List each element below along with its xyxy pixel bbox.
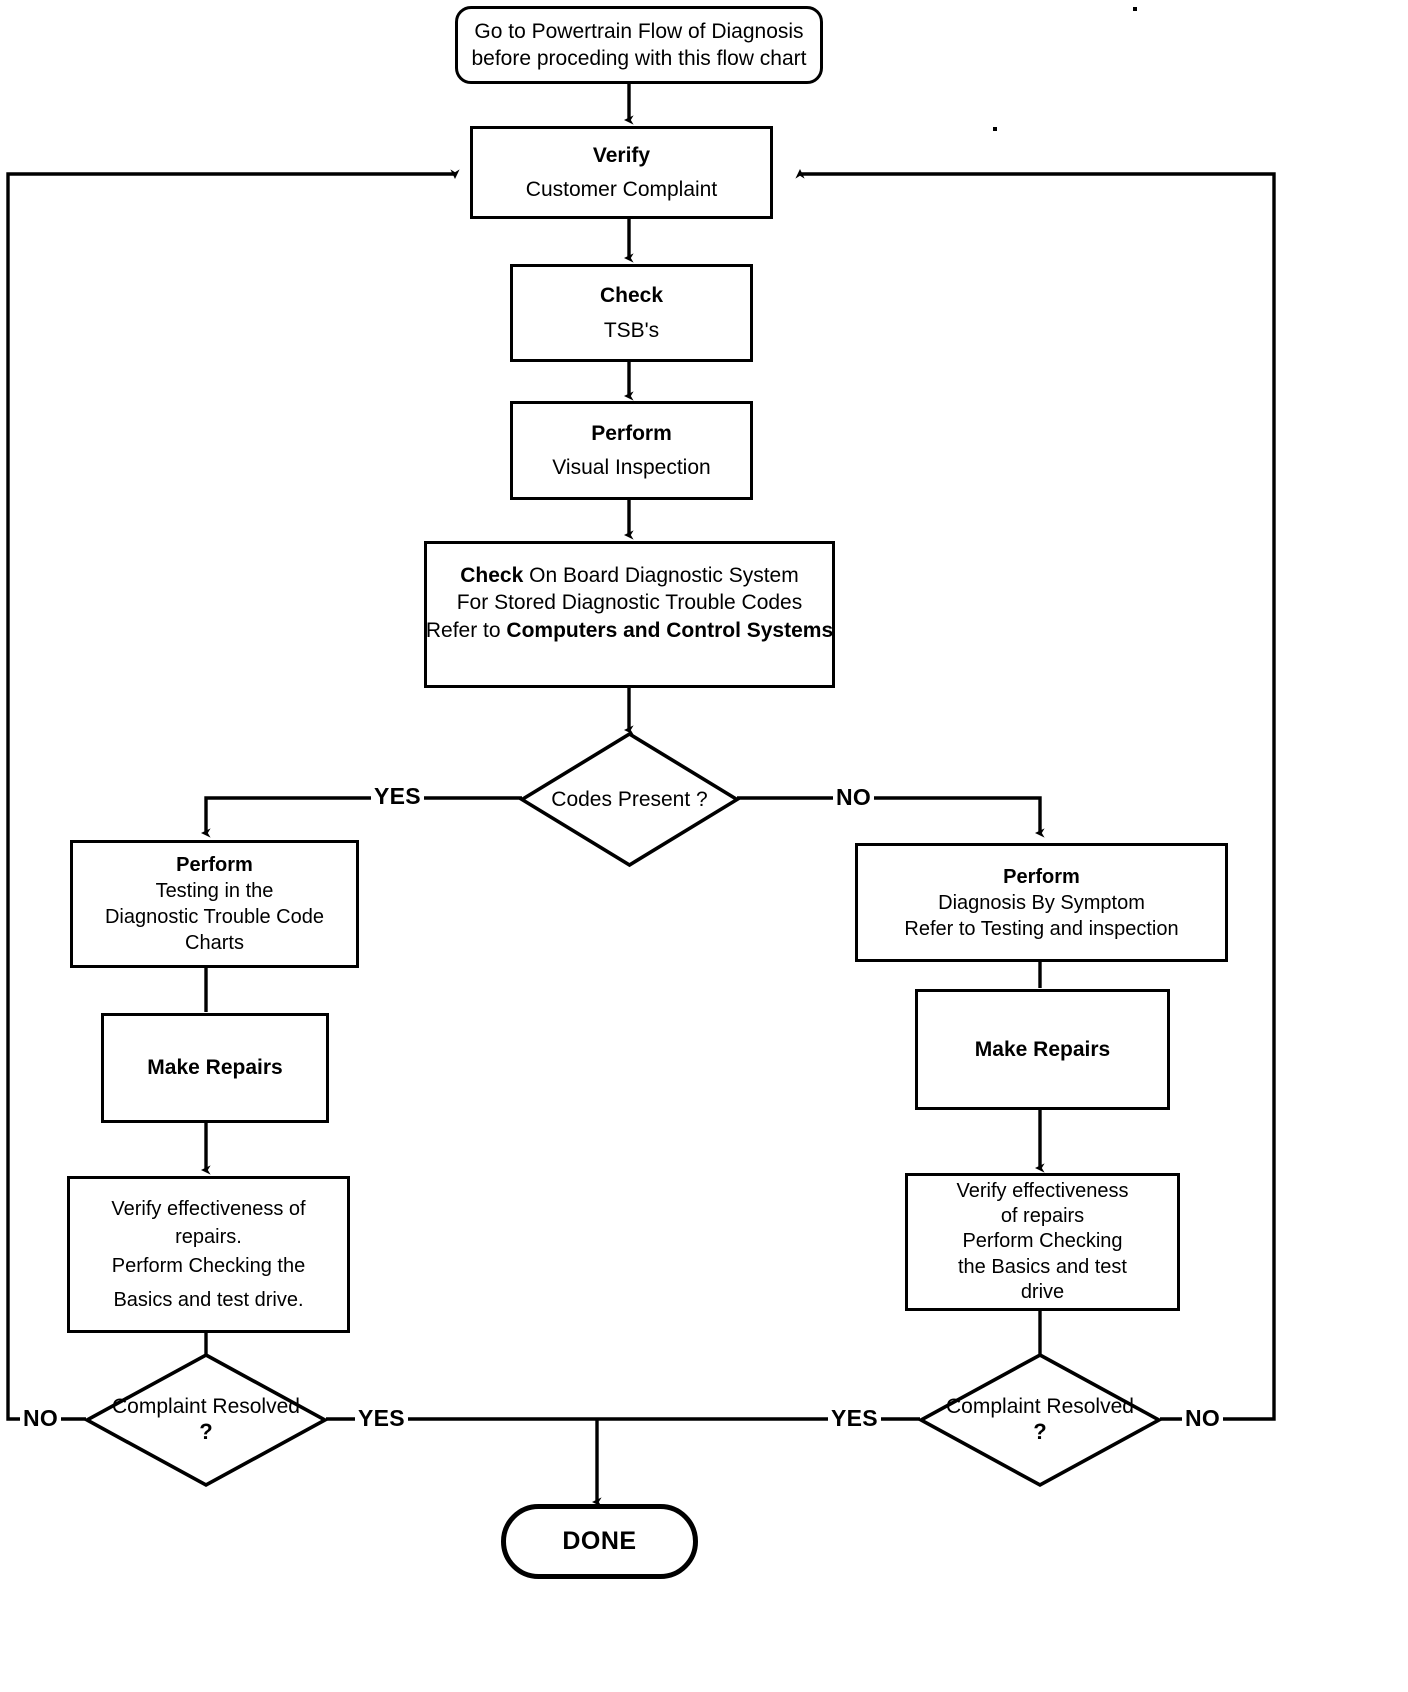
check-obd-line-1-bold: Check — [460, 564, 524, 587]
node-verify-customer-complaint: Verify Customer Complaint — [470, 126, 773, 219]
check-obd-line-3-bold: Computers and Control Systems — [506, 618, 834, 642]
node-perform-dtc-testing: Perform Testing in the Diagnostic Troubl… — [70, 840, 359, 968]
symptom-diagnosis-line-2: Diagnosis By Symptom — [938, 891, 1145, 914]
verify-complaint-line-1: Verify — [592, 143, 651, 167]
node-verify-repairs-right: Verify effectiveness of repairs Perform … — [905, 1173, 1180, 1311]
resolved-left-line-3: ? — [199, 1419, 213, 1445]
make-repairs-right-label: Make Repairs — [974, 1037, 1111, 1061]
start-note-line-2: before proceding with this flow chart — [471, 47, 807, 70]
make-repairs-left-label: Make Repairs — [147, 1056, 283, 1080]
node-perform-visual-inspection: Perform Visual Inspection — [510, 401, 753, 500]
node-codes-present-decision: Codes Present ? — [519, 731, 740, 868]
verify-right-line-4: the Basics and test — [958, 1255, 1127, 1278]
node-complaint-resolved-left: Complaint Resolved ? — [84, 1352, 328, 1488]
node-verify-repairs-left: Verify effectiveness of repairs. Perform… — [67, 1176, 350, 1333]
codes-present-line-2: Present ? — [617, 787, 708, 811]
verify-left-line-1: Verify effectiveness of — [111, 1197, 306, 1220]
check-obd-line-2: For Stored Diagnostic Trouble Codes — [456, 591, 803, 615]
resolved-right-line-3: ? — [1033, 1419, 1047, 1445]
node-make-repairs-right: Make Repairs — [915, 989, 1170, 1110]
dtc-testing-line-2: Testing in the — [155, 880, 274, 902]
edge-label-right-resolved-yes: YES — [828, 1405, 881, 1432]
done-label: DONE — [562, 1527, 637, 1556]
edge-label-right-resolved-no: NO — [1182, 1405, 1224, 1432]
visual-inspection-line-2: Visual Inspection — [552, 456, 711, 479]
check-obd-line-3-rest: Refer to — [425, 618, 507, 642]
edge-label-left-resolved-no: NO — [20, 1405, 62, 1432]
visual-inspection-line-1: Perform — [591, 421, 672, 445]
edge-label-left-resolved-yes: YES — [355, 1405, 408, 1432]
verify-right-line-5: drive — [1020, 1281, 1065, 1304]
complaint-resolved-left-label: Complaint Resolved ? — [112, 1394, 300, 1446]
complaint-resolved-left-diamond-shape — [84, 1352, 328, 1488]
symptom-diagnosis-line-3: Refer to Testing and inspection — [904, 917, 1179, 940]
node-make-repairs-left: Make Repairs — [101, 1013, 329, 1123]
verify-left-line-3: Perform Checking the — [111, 1254, 306, 1277]
verify-left-line-4: Basics and test drive. — [113, 1288, 304, 1311]
node-perform-symptom-diagnosis: Perform Diagnosis By Symptom Refer to Te… — [855, 843, 1228, 962]
check-tsb-line-1: Check — [599, 284, 664, 308]
verify-right-line-3: Perform Checking — [962, 1230, 1123, 1253]
dtc-testing-line-4: Charts — [185, 932, 244, 954]
codes-present-label: Codes Present ? — [551, 787, 707, 813]
dtc-testing-line-3: Diagnostic Trouble Code — [104, 906, 324, 928]
verify-left-line-2: repairs. — [175, 1226, 242, 1249]
node-check-tsbs: Check TSB's — [510, 264, 753, 362]
codes-present-diamond-shape — [519, 731, 740, 868]
edge-label-codes-no: NO — [833, 784, 875, 811]
scan-speck — [1133, 7, 1137, 11]
node-complaint-resolved-right: Complaint Resolved ? — [918, 1352, 1162, 1488]
resolved-right-line-2: Resolved — [1046, 1394, 1134, 1418]
node-check-obd-system: Check On Board Diagnostic System For Sto… — [424, 541, 835, 688]
complaint-resolved-right-label: Complaint Resolved ? — [946, 1394, 1134, 1446]
codes-present-line-1: Codes — [551, 787, 612, 811]
complaint-resolved-right-diamond-shape — [918, 1352, 1162, 1488]
symptom-diagnosis-line-1: Perform — [1003, 865, 1080, 888]
check-obd-line-3: Refer to Computers and Control Systems — [426, 617, 833, 644]
verify-right-line-1: Verify effectiveness — [956, 1179, 1129, 1202]
resolved-right-line-1: Complaint — [946, 1394, 1041, 1418]
node-start-note: Go to Powertrain Flow of Diagnosis befor… — [455, 6, 823, 84]
resolved-left-line-1: Complaint — [112, 1394, 207, 1418]
check-obd-line-1: Check On Board Diagnostic System — [460, 562, 798, 589]
node-done: DONE — [501, 1504, 698, 1579]
verify-complaint-line-2: Customer Complaint — [525, 178, 718, 201]
scan-speck — [993, 127, 997, 131]
verify-right-line-2: of repairs — [1000, 1204, 1085, 1227]
dtc-testing-line-1: Perform — [176, 854, 253, 876]
check-tsb-line-2: TSB's — [603, 318, 660, 342]
resolved-left-line-2: Resolved — [212, 1394, 300, 1418]
start-note-line-1: Go to Powertrain Flow of Diagnosis — [474, 19, 804, 43]
check-obd-line-1-rest: On Board Diagnostic System — [523, 564, 799, 587]
edge-label-codes-yes: YES — [371, 783, 424, 810]
